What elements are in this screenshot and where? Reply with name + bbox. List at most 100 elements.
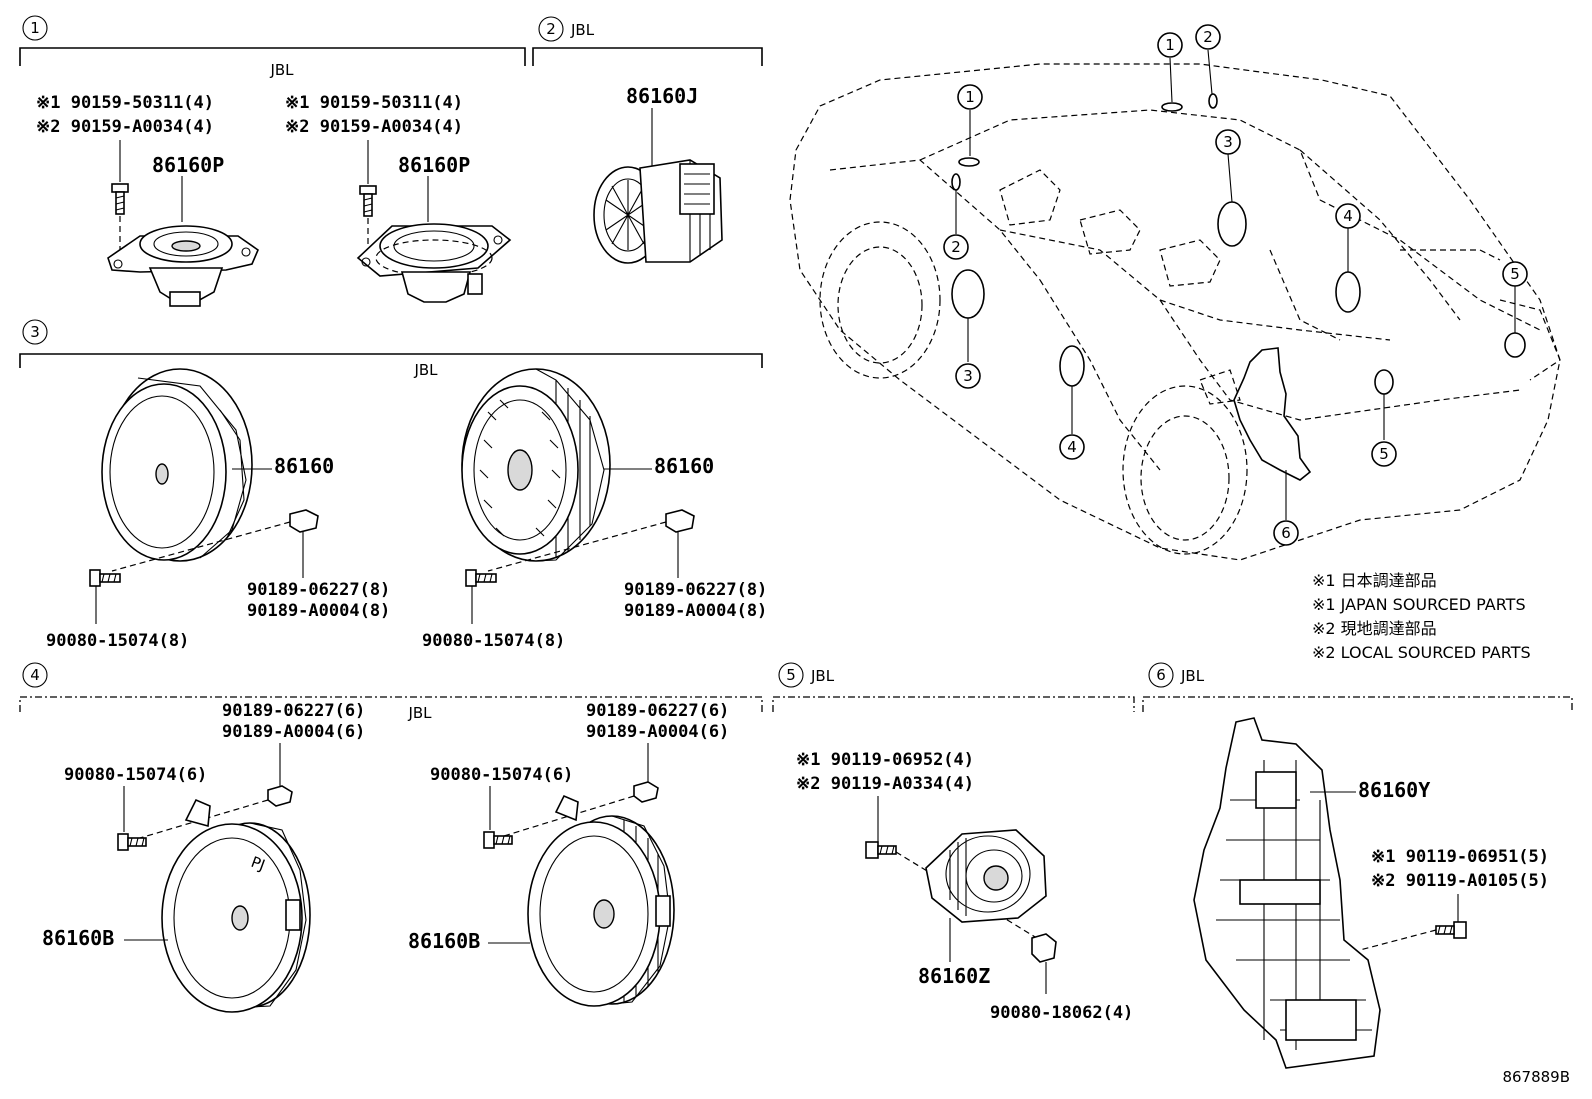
vehicle-callout-5a: 5 <box>1502 261 1528 287</box>
s4-right-nut-icon <box>633 781 659 803</box>
s1-left-tweeter-icon <box>107 225 259 307</box>
s1-right-bolt-icon <box>359 185 377 217</box>
s1-left-speaker-label: 86160P <box>152 153 224 177</box>
legend-line-1: ※1 日本調達部品 <box>1312 571 1437 590</box>
s3-left-screw-label: 90080-15074(8) <box>46 631 189 651</box>
legend-line-4: ※2 LOCAL SOURCED PARTS <box>1312 643 1531 662</box>
s5-speaker-label: 86160Z <box>918 964 990 988</box>
svg-text:1: 1 <box>1165 36 1175 54</box>
svg-text:PJ: PJ <box>249 853 268 875</box>
vehicle-callout-3a: 3 <box>1215 129 1241 155</box>
s4-right-nut-label-1: 90189-06227(6) <box>586 701 729 721</box>
vehicle-callout-1a: 1 <box>957 84 983 110</box>
s4-right-speaker-icon <box>527 794 675 1007</box>
section-number-2: 2 JBL <box>538 16 595 42</box>
s3-left-speaker-label: 86160 <box>274 454 334 478</box>
s3-right-nut-label-2: 90189-A0004(8) <box>624 601 767 621</box>
s4-left-speaker-icon: PJ <box>161 798 311 1013</box>
section-3-right-group: 86160 90189-06227(8) 90189-A0004(8) 9008… <box>422 368 767 651</box>
svg-text:3: 3 <box>30 323 40 341</box>
s5-tweeter-icon <box>925 829 1047 923</box>
s5-nut-icon <box>1031 933 1057 963</box>
diagram-id: 867889B <box>1502 1068 1570 1086</box>
section-frames <box>19 47 1573 712</box>
s3-right-speaker-icon <box>461 368 611 562</box>
s3-right-nut-label-1: 90189-06227(8) <box>624 580 767 600</box>
vehicle-callout-5b: 5 <box>1371 441 1397 467</box>
s3-right-speaker-label: 86160 <box>654 454 714 478</box>
svg-text:1: 1 <box>965 88 975 106</box>
s5-bolt-label-2: ※2 90119-A0334(4) <box>796 774 974 794</box>
svg-text:1: 1 <box>30 19 40 37</box>
svg-text:2: 2 <box>1203 28 1213 46</box>
section-4-tag: JBL <box>407 704 432 722</box>
s3-left-nut-label-1: 90189-06227(8) <box>247 580 390 600</box>
section-6-group: 86160Y ※1 90119-06951(5) ※2 90119-A0105(… <box>1193 717 1549 1069</box>
vehicle-callout-3b: 3 <box>955 363 981 389</box>
s1-left-bolt-label-2: ※2 90159-A0034(4) <box>36 117 214 137</box>
section-number-4: 4 <box>22 662 48 688</box>
s1-left-bolt-icon <box>111 183 129 215</box>
s4-right-screw-icon <box>483 831 513 849</box>
svg-text:3: 3 <box>963 367 973 385</box>
section-number-1: 1 <box>22 15 48 41</box>
vehicle-callout-1b: 1 <box>1157 32 1183 58</box>
s6-woofer-box-icon <box>1193 717 1381 1069</box>
s2-speaker-icon <box>593 159 723 264</box>
vehicle-callout-6: 6 <box>1273 520 1299 546</box>
svg-text:2: 2 <box>951 238 961 256</box>
s5-nut-label: 90080-18062(4) <box>990 1003 1133 1023</box>
section-2-tag: JBL <box>570 21 595 39</box>
s4-left-nut-label-1: 90189-06227(6) <box>222 701 365 721</box>
section-2-group: 86160J <box>593 84 723 264</box>
s1-right-bolt-label-2: ※2 90159-A0034(4) <box>285 117 463 137</box>
svg-text:4: 4 <box>30 666 40 684</box>
section-3-left-group: 86160 90189-06227(8) 90189-A0004(8) 9008… <box>46 368 390 651</box>
s6-bolt-label-1: ※1 90119-06951(5) <box>1371 847 1549 867</box>
svg-text:2: 2 <box>546 20 556 38</box>
s4-left-nut-label-2: 90189-A0004(6) <box>222 722 365 742</box>
section-1-tag: JBL <box>269 61 294 79</box>
s3-left-screw-icon <box>89 569 121 587</box>
s4-left-screw-label: 90080-15074(6) <box>64 765 207 785</box>
svg-text:4: 4 <box>1067 438 1077 456</box>
s1-left-bolt-label-1: ※1 90159-50311(4) <box>36 93 214 113</box>
svg-text:4: 4 <box>1343 207 1353 225</box>
s6-speaker-label: 86160Y <box>1358 778 1430 802</box>
section-1-left-group: ※1 90159-50311(4) ※2 90159-A0034(4) 8616… <box>36 93 259 307</box>
vehicle-callout-4b: 4 <box>1059 434 1085 460</box>
vehicle-callout-2b: 2 <box>1195 24 1221 50</box>
s1-right-speaker-icon <box>356 223 512 303</box>
s3-left-speaker-icon <box>101 368 253 562</box>
svg-text:6: 6 <box>1156 666 1166 684</box>
s4-left-nut-icon <box>267 785 293 807</box>
s3-right-nut-icon <box>665 509 695 533</box>
s3-left-nut-icon <box>289 509 319 533</box>
svg-text:5: 5 <box>1510 265 1520 283</box>
s4-left-screw-icon <box>117 833 147 851</box>
s4-right-speaker-label: 86160B <box>408 929 480 953</box>
s5-bolt-label-1: ※1 90119-06952(4) <box>796 750 974 770</box>
s4-left-speaker-label: 86160B <box>42 926 114 950</box>
legend-line-3: ※2 現地調達部品 <box>1312 619 1437 638</box>
s4-right-screw-label: 90080-15074(6) <box>430 765 573 785</box>
section-3-tag: JBL <box>413 361 438 379</box>
s6-bolt-label-2: ※2 90119-A0105(5) <box>1371 871 1549 891</box>
svg-text:6: 6 <box>1281 524 1291 542</box>
section-number-3: 3 <box>22 319 48 345</box>
s5-bolt-icon <box>865 841 897 859</box>
section-1-right-group: ※1 90159-50311(4) ※2 90159-A0034(4) 8616… <box>285 93 512 303</box>
vehicle-callout-2a: 2 <box>943 234 969 260</box>
section-6-tag: JBL <box>1180 667 1205 685</box>
section-5-group: ※1 90119-06952(4) ※2 90119-A0334(4) 8616… <box>796 750 1133 1023</box>
section-number-5: 5 JBL <box>778 662 835 688</box>
s2-speaker-label: 86160J <box>626 84 698 108</box>
section-4-left-group: 90189-06227(6) 90189-A0004(6) 90080-1507… <box>42 701 365 1013</box>
s3-right-screw-icon <box>465 569 497 587</box>
legend-line-2: ※1 JAPAN SOURCED PARTS <box>1312 595 1526 614</box>
sourcing-legend: ※1 日本調達部品 ※1 JAPAN SOURCED PARTS ※2 現地調達… <box>1312 571 1531 662</box>
s1-right-speaker-label: 86160P <box>398 153 470 177</box>
vehicle-illustration: 1 2 1 2 3 3 4 4 5 5 6 <box>789 24 1561 561</box>
svg-text:5: 5 <box>1379 445 1389 463</box>
